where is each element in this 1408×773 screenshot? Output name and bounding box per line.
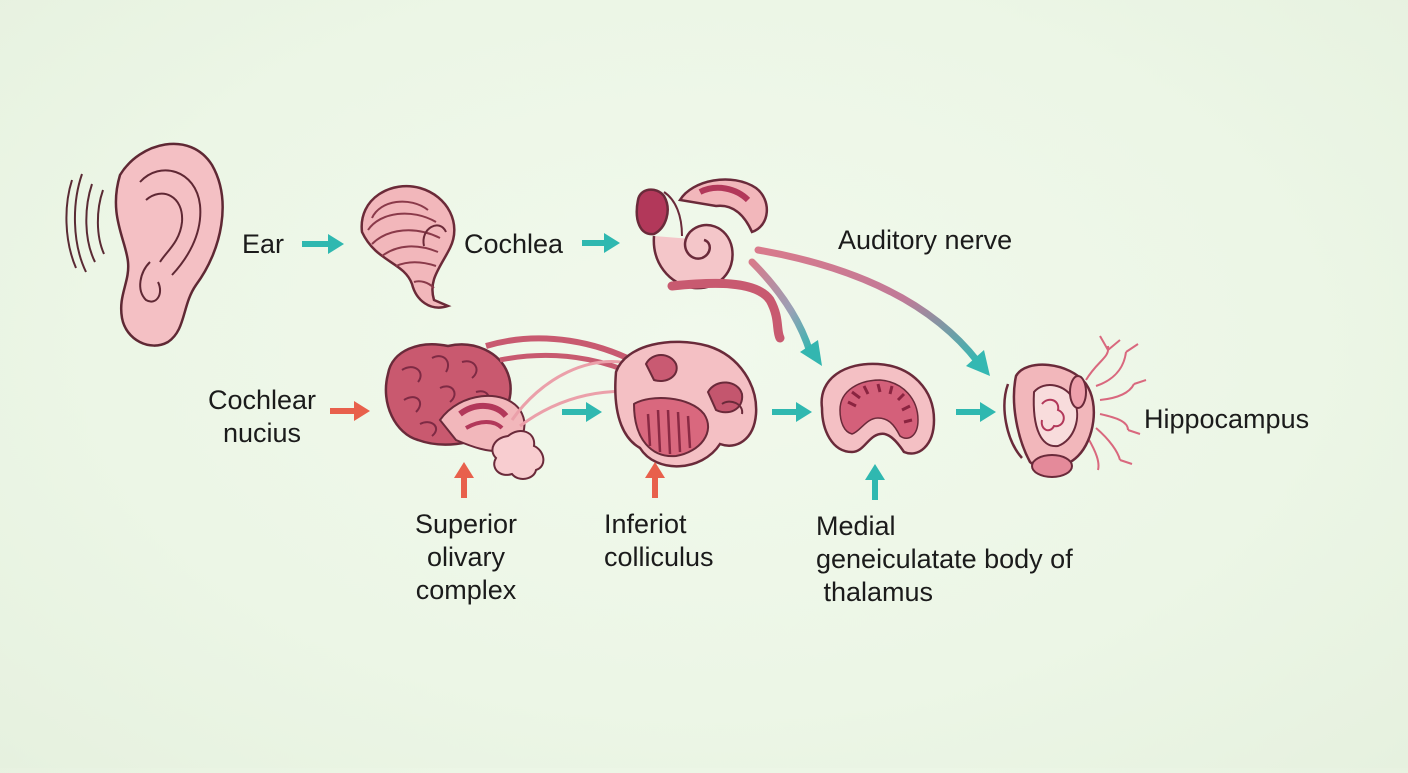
arrow-superior-olivary — [454, 462, 474, 498]
arrow-inferior-colliculus — [645, 462, 665, 498]
auditory-nerve-trunk — [667, 278, 785, 343]
label-medial-geniculate: Medial geneiculatate body of thalamus — [816, 511, 1073, 607]
arrow-colliculus-to-thalamus — [772, 402, 812, 422]
arrow-medial-geniculate — [865, 464, 885, 500]
label-inferior-colliculus: Inferiot colliculus — [604, 509, 714, 572]
arrow-cochlear-nucleus — [330, 401, 370, 421]
colliculus-icon — [614, 340, 758, 468]
label-ear: Ear — [242, 229, 285, 259]
ear-icon — [65, 142, 224, 347]
arrowhead-nerve-to-thalamus — [800, 340, 822, 366]
cochlea-icon — [360, 184, 456, 309]
arrow-cochlea-to-inner-ear — [582, 233, 620, 253]
label-hippocampus: Hippocampus — [1144, 404, 1310, 434]
thalamus-icon — [820, 362, 936, 455]
inner-ear-icon — [635, 178, 769, 290]
arrow-thalamus-to-hippocampus — [956, 402, 996, 422]
label-cochlea: Cochlea — [464, 229, 564, 259]
label-auditory-nerve: Auditory nerve — [838, 225, 1013, 255]
arrow-olivary-to-colliculus — [562, 402, 602, 422]
arrowhead-nerve-to-hippocampus — [966, 350, 990, 376]
label-superior-olivary: Superior olivary complex — [414, 509, 518, 605]
cochlear-nucleus-icon — [384, 343, 545, 480]
label-cochlear-nucleus: Cochlear nucius — [207, 385, 317, 448]
hippocampus-icon — [1003, 335, 1147, 478]
arrow-ear-to-cochlea — [302, 234, 344, 254]
nerve-to-thalamus — [748, 258, 814, 356]
nerve-to-hippocampus — [754, 246, 982, 366]
